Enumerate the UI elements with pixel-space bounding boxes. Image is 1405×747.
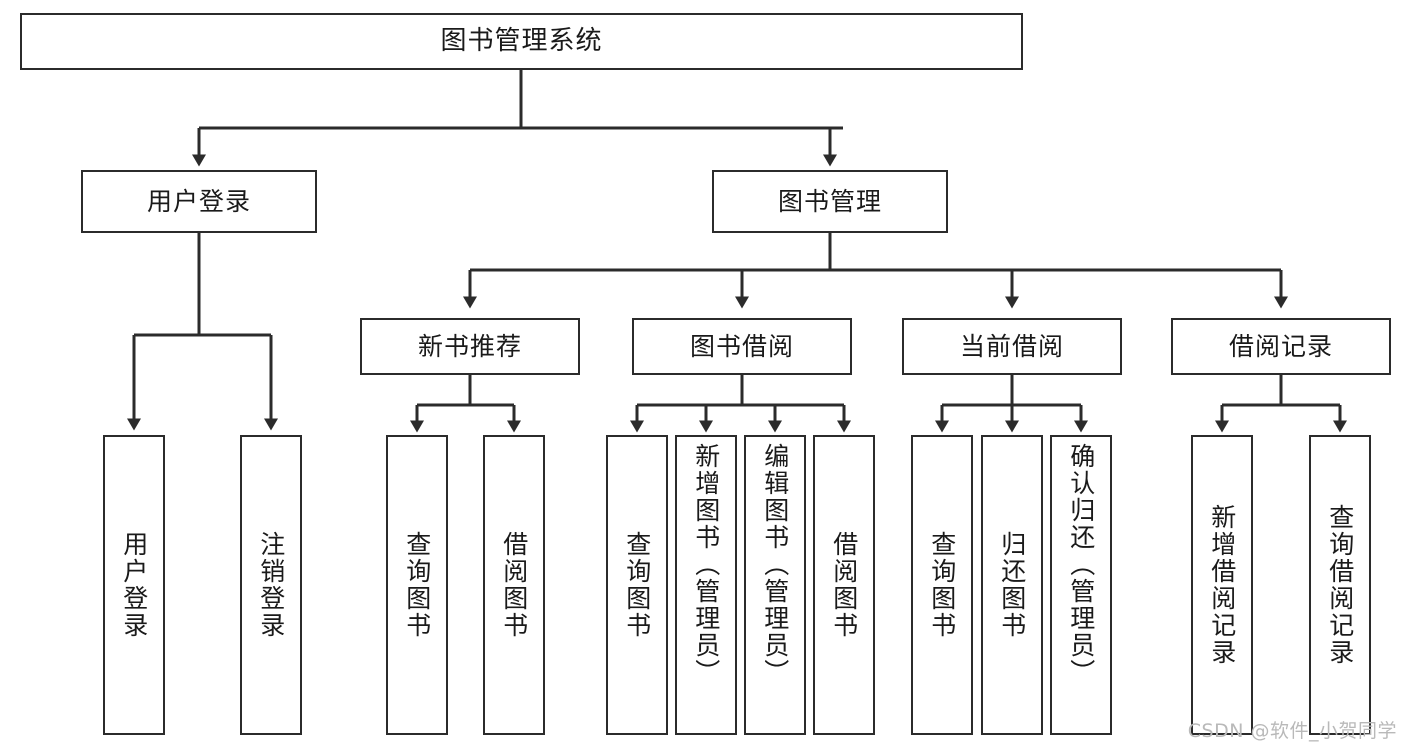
node-label: 编辑图书（管理员） [760,443,790,686]
node-label: 图书借阅 [689,331,794,361]
node-label: 新增图书（管理员） [691,443,721,686]
node-label: 用户登录 [119,531,149,639]
node-borrow-record[interactable]: 借阅记录 [1171,318,1391,375]
node-root-book-management-system[interactable]: 图书管理系统 [20,13,1023,70]
node-leaf-query-book-recommend[interactable]: 查询图书 [386,435,448,735]
node-leaf-borrow-book[interactable]: 借阅图书 [813,435,875,735]
node-new-book-recommend[interactable]: 新书推荐 [360,318,580,375]
node-label: 借阅图书 [499,531,529,639]
node-label: 当前借阅 [959,331,1064,361]
node-label: 查询图书 [927,531,957,639]
node-current-borrow[interactable]: 当前借阅 [902,318,1122,375]
node-label: 注销登录 [256,531,286,639]
node-leaf-edit-book-admin[interactable]: 编辑图书（管理员） [744,435,806,735]
node-label: 用户登录 [146,186,251,216]
node-leaf-add-book-admin[interactable]: 新增图书（管理员） [675,435,737,735]
node-leaf-return-book[interactable]: 归还图书 [981,435,1043,735]
node-label: 查询图书 [622,531,652,639]
node-leaf-user-login[interactable]: 用户登录 [103,435,165,735]
node-label: 新增借阅记录 [1207,504,1237,666]
node-user-login[interactable]: 用户登录 [81,170,317,233]
node-leaf-query-book-current[interactable]: 查询图书 [911,435,973,735]
node-leaf-logout[interactable]: 注销登录 [240,435,302,735]
node-label: 确认归还（管理员） [1066,443,1096,686]
node-label: 借阅记录 [1228,331,1333,361]
node-leaf-query-borrow-record[interactable]: 查询借阅记录 [1309,435,1371,735]
node-book-management[interactable]: 图书管理 [712,170,948,233]
node-label: 借阅图书 [829,531,859,639]
node-label: 新书推荐 [417,331,522,361]
node-label: 归还图书 [997,531,1027,639]
node-leaf-add-borrow-record[interactable]: 新增借阅记录 [1191,435,1253,735]
node-label: 查询借阅记录 [1325,504,1355,666]
node-leaf-confirm-return-admin[interactable]: 确认归还（管理员） [1050,435,1112,735]
node-label: 查询图书 [402,531,432,639]
node-label: 图书管理 [777,186,882,216]
node-leaf-query-book-borrow[interactable]: 查询图书 [606,435,668,735]
node-label: 图书管理系统 [440,26,603,57]
node-book-borrow[interactable]: 图书借阅 [632,318,852,375]
watermark-text: CSDN @软件_小贺同学 [1187,720,1397,742]
node-leaf-borrow-book-recommend[interactable]: 借阅图书 [483,435,545,735]
